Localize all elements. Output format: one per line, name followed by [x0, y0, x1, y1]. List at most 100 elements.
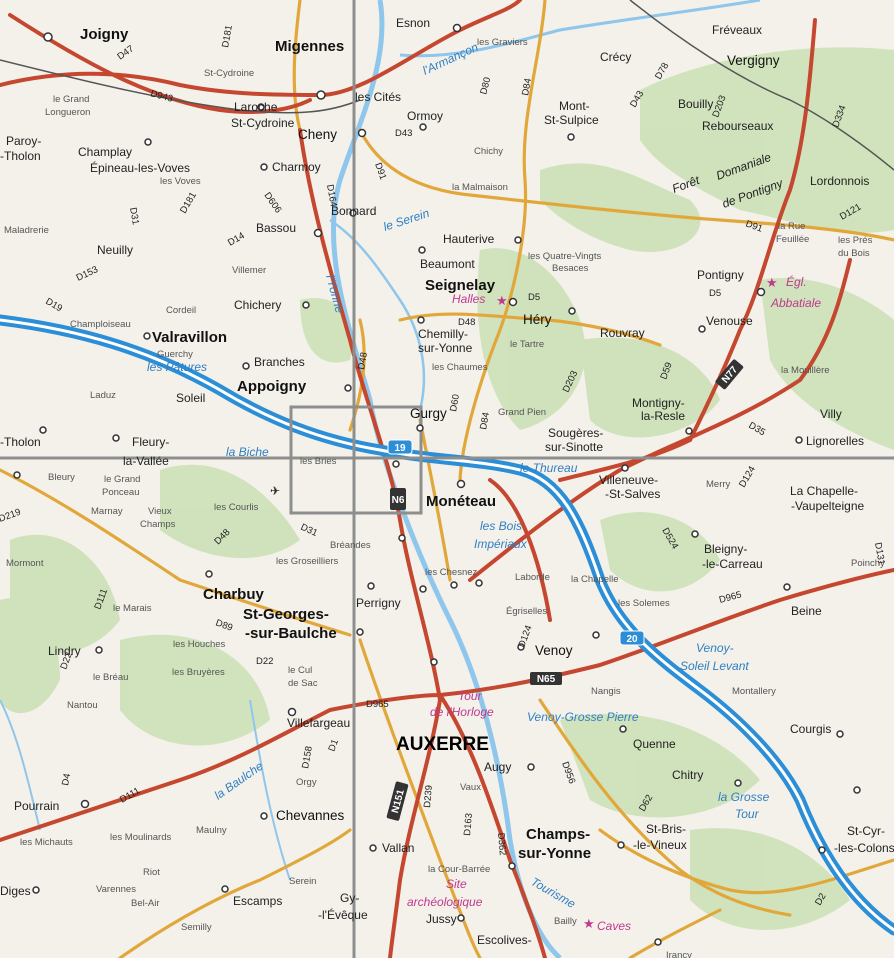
place-appoigny: Appoigny	[237, 378, 307, 395]
place-les-bois-2: Impériaux	[474, 537, 528, 551]
airfield-icon: ✈	[270, 484, 280, 498]
place-villefargeau: Villefargeau	[287, 716, 350, 730]
place-pontigny: Pontigny	[697, 268, 744, 282]
place-egriselles: Égriselles	[506, 606, 547, 617]
road-d131: D131	[872, 542, 887, 566]
place-le-cul-1: le Cul	[288, 665, 312, 676]
place-les-chaumes: les Chaumes	[432, 362, 488, 373]
place-perrigny: Perrigny	[356, 596, 401, 610]
place-venoy-soleil-1: Venoy-	[696, 641, 734, 655]
place-le-breau: le Bréau	[93, 672, 128, 683]
place-st-cydroine: St-Cydroine	[204, 68, 254, 79]
place-longueron: Longueron	[45, 107, 90, 118]
place-laborde: Laborde	[515, 572, 550, 583]
place-la-mouillere: la Mouillère	[781, 365, 830, 376]
place-grand-pien: Grand Pien	[498, 407, 546, 418]
place-chemilly-1: Chemilly-	[418, 327, 468, 341]
place-sougeres-2: sur-Sinotte	[545, 440, 603, 454]
place-hauterive: Hauterive	[443, 232, 495, 246]
place-les-bries: les Bries	[300, 456, 337, 467]
road-d22a: D22	[256, 656, 273, 667]
place-le-tartre: le Tartre	[510, 339, 544, 350]
place-bleigny-2: -le-Carreau	[702, 557, 763, 571]
place-champs-1: Champs-	[526, 826, 590, 843]
place-st-bris-1: St-Bris-	[646, 822, 686, 836]
place-les-houches: les Houches	[173, 639, 226, 650]
place-le-marais: le Marais	[113, 603, 152, 614]
place-bailly: Bailly	[554, 916, 577, 927]
place-les-graviers: les Graviers	[477, 37, 528, 48]
road-d60: D60	[448, 393, 462, 412]
place-villy: Villy	[820, 407, 842, 421]
place-venoy-soleil-2: Soleil Levant	[680, 659, 749, 673]
place-freveaux: Fréveaux	[712, 23, 762, 37]
place-fleury-2: la-Vallée	[123, 454, 169, 468]
place-nangis: Nangis	[591, 686, 621, 697]
place-montallery: Montallery	[732, 686, 776, 697]
place-les-moulinards: les Moulinards	[110, 832, 171, 843]
place-varennes: Varennes	[96, 884, 136, 895]
place-chemilly-2: sur-Yonne	[418, 341, 473, 355]
place-epineau-2: les Voves	[160, 176, 201, 187]
place-sur-tholon: -Tholon	[0, 149, 41, 163]
place-lindry: Lindry	[48, 644, 81, 658]
place-besaces: Besaces	[552, 263, 589, 274]
place-le-thureau: le Thureau	[520, 461, 578, 475]
place-feuillee: Feuillée	[776, 234, 809, 245]
place-lordonnois: Lordonnois	[810, 174, 869, 188]
place-bonnard: Bonnard	[331, 204, 376, 218]
place-les-bois-1: les Bois	[480, 519, 522, 533]
place-epineau-1: Épineau-les-Voves	[90, 160, 190, 175]
place-les-michauts: les Michauts	[20, 837, 73, 848]
place-le-grand-ponceau-2: Ponceau	[102, 487, 140, 498]
place-montigny-2: la-Resle	[641, 409, 685, 423]
place-quenne: Quenne	[633, 737, 676, 751]
road-d31a: D31	[127, 207, 141, 226]
road-d158: D158	[300, 745, 315, 769]
place-st-bris-2: -le-Vineux	[633, 838, 687, 852]
road-d80: D80	[478, 76, 493, 96]
place-paroy: Paroy-	[6, 134, 41, 148]
railway	[629, 0, 894, 171]
road-d164: D164	[324, 184, 339, 208]
place-semilly: Semilly	[181, 922, 212, 933]
place-poinchy: Poinchy	[851, 558, 885, 569]
place-les-patures: les Pâtures	[147, 360, 207, 374]
place-vallan: Vallan	[382, 841, 414, 855]
place-valravillon: Valravillon	[152, 329, 227, 346]
place-escamps: Escamps	[233, 894, 282, 908]
place-maladrerie: Maladrerie	[4, 225, 49, 236]
site-abbatiale-1: Égl.	[786, 274, 807, 289]
place-pourrain: Pourrain	[14, 799, 59, 813]
place-escolives: Escolives-	[477, 933, 532, 947]
road-d1: D1	[326, 738, 340, 753]
place-champlay: Champlay	[78, 145, 132, 159]
svg-text:★: ★	[496, 294, 508, 309]
road-d4: D4	[60, 773, 73, 787]
place-la-chapelle-small: la Chapelle	[571, 574, 619, 585]
site-caves: Caves	[597, 919, 631, 933]
place-du-bois: du Bois	[838, 248, 870, 259]
place-villemer: Villemer	[232, 265, 266, 276]
svg-text:N6: N6	[392, 495, 405, 506]
place-migennes: Migennes	[275, 38, 344, 55]
place-branches: Branches	[254, 355, 305, 369]
place-le-grand: le Grand	[53, 94, 89, 105]
place-vergigny: Vergigny	[727, 53, 780, 68]
place-maulny: Maulny	[196, 825, 227, 836]
road-d239: D239	[422, 785, 435, 809]
place-les-solemes: les Solemes	[618, 598, 670, 609]
place-la-cour-barree: la Cour-Barrée	[428, 864, 490, 875]
place-champs-2: sur-Yonne	[518, 845, 591, 862]
place-chichery: Chichery	[234, 298, 281, 312]
place-la-chapelle-2: -Vaupelteigne	[791, 499, 864, 513]
road-d965a: D965	[366, 699, 389, 710]
place-les-chesnez: les Chesnez	[425, 567, 478, 578]
place-st-georges-2: -sur-Baulche	[245, 625, 337, 642]
place-venouse: Venouse	[706, 314, 753, 328]
site-archeo-1: Site	[446, 877, 467, 891]
place-mont-st-sulpice-1: Mont-	[559, 99, 590, 113]
